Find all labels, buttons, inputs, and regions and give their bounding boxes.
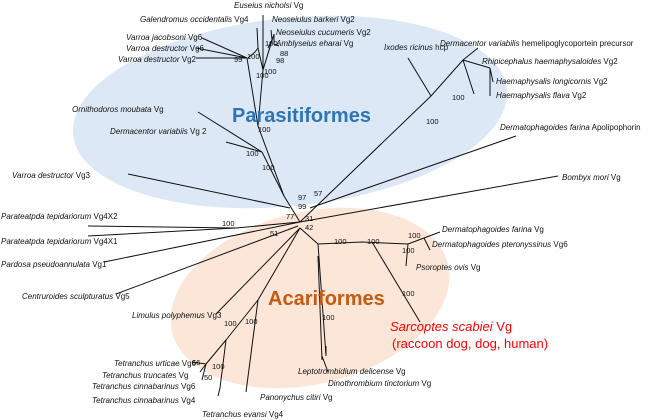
- bootstrap-value: 99: [298, 202, 306, 211]
- bootstrap-value: 100: [452, 93, 465, 102]
- taxon-label: Varroa destructor Vg3: [12, 171, 91, 180]
- bootstrap-value: 99: [234, 55, 242, 64]
- tree-branches: [87, 15, 559, 397]
- bootstrap-value: 51: [270, 229, 278, 238]
- branch-acariformes-stem: [299, 227, 441, 267]
- taxon-label: Tetranchus evansi Vg4: [202, 410, 284, 419]
- taxon-label: Rhipicephalus haemaphysaloides Vg2: [482, 57, 618, 66]
- bootstrap-value: 57: [314, 189, 322, 198]
- bootstrap-value: 88: [280, 49, 288, 58]
- taxon-label: Amblyseius eharai Vg: [275, 39, 353, 48]
- taxon-label: Tetranchus cinnabarinus Vg4: [92, 396, 196, 405]
- taxon-label: Dinothrombium tinctorium Vg: [328, 379, 431, 388]
- branch-bombyx: [299, 175, 559, 223]
- taxon-label: Varroa destructor Vg2: [118, 55, 197, 64]
- bootstrap-value: 100: [265, 39, 278, 48]
- bootstrap-value: 100: [224, 319, 237, 328]
- highlight-hosts-label: (raccoon dog, dog, human): [392, 336, 548, 351]
- bootstrap-value: 100: [264, 67, 277, 76]
- bootstrap-value: 100: [426, 117, 439, 126]
- branch-varroa: [195, 37, 259, 127]
- taxon-label: Haemaphysalis flava Vg2: [496, 91, 587, 100]
- branch-tetranychid: [191, 227, 301, 397]
- branch-varroa-vg3: [127, 173, 291, 209]
- taxon-label: Ixodes ricinus hcp: [384, 43, 449, 52]
- branch-sarcoptes: [371, 241, 421, 323]
- taxon-label: Neoseiulus barkeri Vg2: [272, 15, 355, 24]
- bootstrap-value: 100: [258, 125, 271, 134]
- taxon-label: Galendromus occidentalis Vg4: [140, 15, 249, 24]
- taxon-label: Neoseiulus cucumeris Vg2: [276, 28, 371, 37]
- taxon-label: Parateatpda tepidariorum Vg4X1: [1, 237, 118, 246]
- parasitiformes-ellipse: [72, 15, 508, 209]
- taxon-label: Euseius nicholsi Vg: [234, 1, 303, 10]
- taxon-label: Haemaphysalis longicornis Vg2: [496, 77, 608, 86]
- branch-dermatophagoides-apo: [309, 135, 517, 209]
- taxon-label: Tetranchus cinnabarinus Vg6: [92, 382, 196, 391]
- taxon-label: Parateatpda tepidariorum Vg4X2: [1, 212, 118, 221]
- highlight-species-label: Sarcoptes scabiei Vg: [390, 319, 512, 334]
- taxon-label: Dermacentor variabiis Vg 2: [110, 127, 207, 136]
- bootstrap-value: 100: [246, 149, 259, 158]
- bootstrap-values: 99 100 100 88 98 100 100 100 100 100 100…: [192, 39, 465, 382]
- bootstrap-value: 100: [402, 246, 415, 255]
- bootstrap-value: 100: [212, 362, 225, 371]
- taxon-label: Tetranchus urticae Vg6: [114, 359, 197, 368]
- branch-phytoseiid: [247, 15, 280, 127]
- branch-ticks: [299, 47, 494, 223]
- taxon-label: Ornithodoros moubata Vg: [72, 105, 164, 114]
- branch-trombidiformes: [317, 243, 329, 373]
- taxon-label: Leptotrombidium delicense Vg: [298, 367, 406, 376]
- taxon-label: Dermatophagoides farina Apolipophorin: [500, 123, 641, 132]
- branch-ornithodoros: [197, 111, 285, 197]
- taxon-label: Pardosa pseudoannulata Vg1: [1, 260, 107, 269]
- taxon-labels: Euseius nicholsi Vg Galendromus occident…: [1, 1, 641, 419]
- bootstrap-value: 42: [305, 223, 313, 232]
- taxon-label: Varroa destructor Vg6: [126, 44, 205, 53]
- bootstrap-value: 77: [286, 212, 294, 221]
- bootstrap-value: 31: [305, 214, 313, 223]
- bootstrap-value: 100: [334, 237, 347, 246]
- acariformes-label: Acariformes: [268, 288, 385, 310]
- taxon-label: Limulus polyphemus Vg3: [132, 311, 222, 320]
- taxon-label: Varroa jacobsoni Vg6: [126, 33, 203, 42]
- taxon-label: Dermatophagoides farina Vg: [442, 225, 544, 234]
- branch-limulus: [215, 227, 301, 315]
- branch-spiders: [87, 221, 301, 237]
- bootstrap-value: 100: [247, 52, 260, 61]
- bootstrap-value: 98: [276, 56, 284, 65]
- bootstrap-value: 100: [245, 317, 258, 326]
- taxon-label: Tetranchus truncates Vg: [102, 371, 188, 380]
- bootstrap-value: 100: [262, 163, 275, 172]
- taxon-label: Psoroptes ovis Vg: [416, 263, 480, 272]
- bootstrap-value: 100: [402, 289, 415, 298]
- bootstrap-value: 100: [408, 231, 421, 240]
- parasitiformes-label: Parasitiformes: [232, 105, 371, 127]
- bootstrap-value: 66: [192, 358, 200, 367]
- taxon-label: Dermatophagoides pteronyssinus Vg6: [432, 240, 568, 249]
- taxon-label: Bombyx mori Vg: [562, 173, 621, 182]
- branch-pardosa: [103, 221, 301, 263]
- bootstrap-value: 100: [322, 313, 335, 322]
- bootstrap-value: 100: [222, 219, 235, 228]
- bootstrap-value: 50: [204, 373, 212, 382]
- taxon-label: Panonychus citiri Vg: [260, 393, 333, 402]
- acariformes-ellipse: [170, 207, 450, 389]
- bootstrap-value: 100: [256, 71, 269, 80]
- bootstrap-value: 97: [298, 193, 306, 202]
- branch-centruroides: [115, 225, 299, 295]
- taxon-label: Dermacentor variabilis hemelipoglycoport…: [440, 39, 634, 48]
- bootstrap-value: 100: [367, 237, 380, 246]
- taxon-label: Centruroides sculpturatus Vg5: [22, 292, 130, 301]
